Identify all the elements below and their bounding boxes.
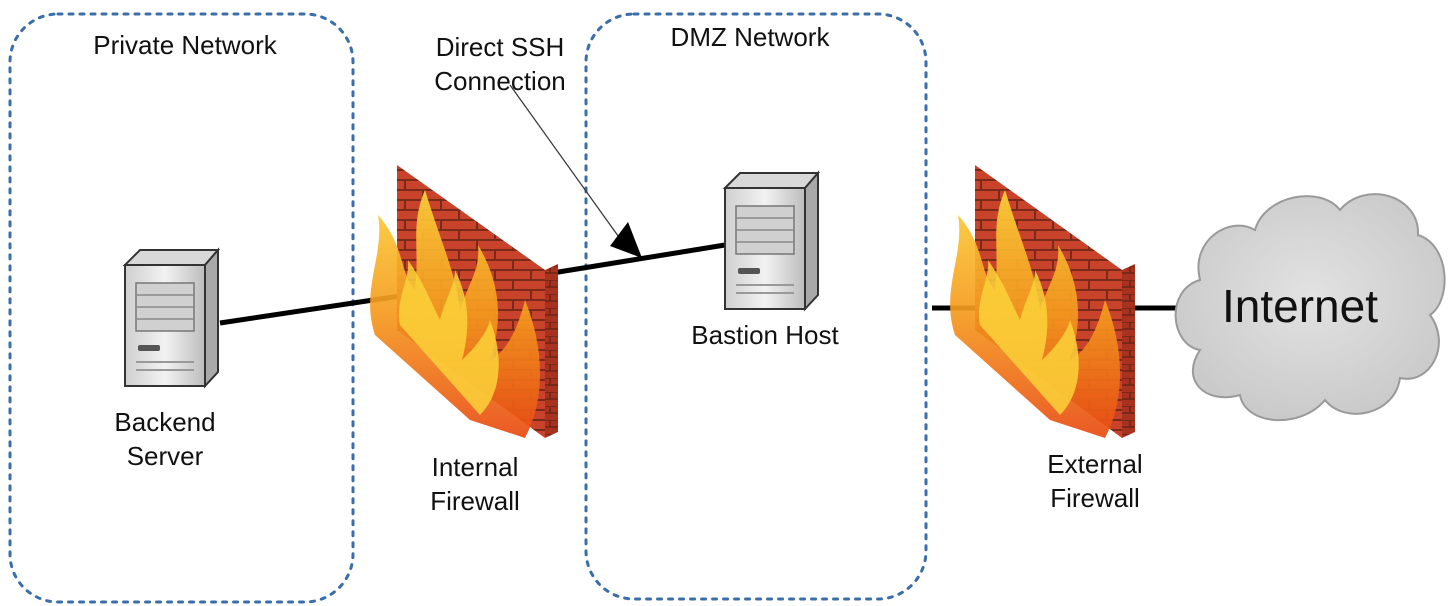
- internal-firewall-icon: [370, 165, 558, 438]
- internal-firewall-label-line2: Firewall: [430, 486, 520, 516]
- ssh-annotation-label: Direct SSH Connection: [405, 30, 595, 98]
- private-network-zone: [8, 12, 355, 604]
- external-firewall-label: External Firewall: [1020, 447, 1170, 515]
- internet-cloud-icon: [1174, 193, 1446, 421]
- internal-firewall-label-line1: Internal: [431, 452, 519, 482]
- dmz-network-label: DMZ Network: [670, 22, 830, 52]
- backend-server-label-line1: Backend: [114, 407, 216, 437]
- private-network-label: Private Network: [93, 30, 277, 60]
- bastion-host-label: Bastion Host: [691, 320, 839, 350]
- backend-server-label-line2: Server: [126, 441, 204, 471]
- backend-server-label: Backend Server: [90, 405, 240, 473]
- ssh-annotation-line: [509, 84, 627, 248]
- dmz-network-zone: [584, 12, 928, 601]
- backend-to-internal-firewall-link: [219, 293, 401, 326]
- ssh-arrowhead-icon: [610, 222, 642, 258]
- external-firewall-label-line2: Firewall: [1050, 483, 1140, 513]
- external-firewall-icon: [950, 165, 1135, 438]
- ssh-annotation-line1: Direct SSH: [435, 32, 565, 62]
- backend-server-icon: [122, 247, 221, 389]
- internal-firewall-label: Internal Firewall: [400, 450, 550, 518]
- ssh-annotation-line2: Connection: [434, 66, 566, 96]
- internal-firewall-to-bastion-link: [539, 242, 726, 278]
- bastion-server-icon: [722, 170, 821, 312]
- external-firewall-label-line1: External: [1047, 449, 1143, 479]
- internet-label: Internet: [1222, 280, 1378, 332]
